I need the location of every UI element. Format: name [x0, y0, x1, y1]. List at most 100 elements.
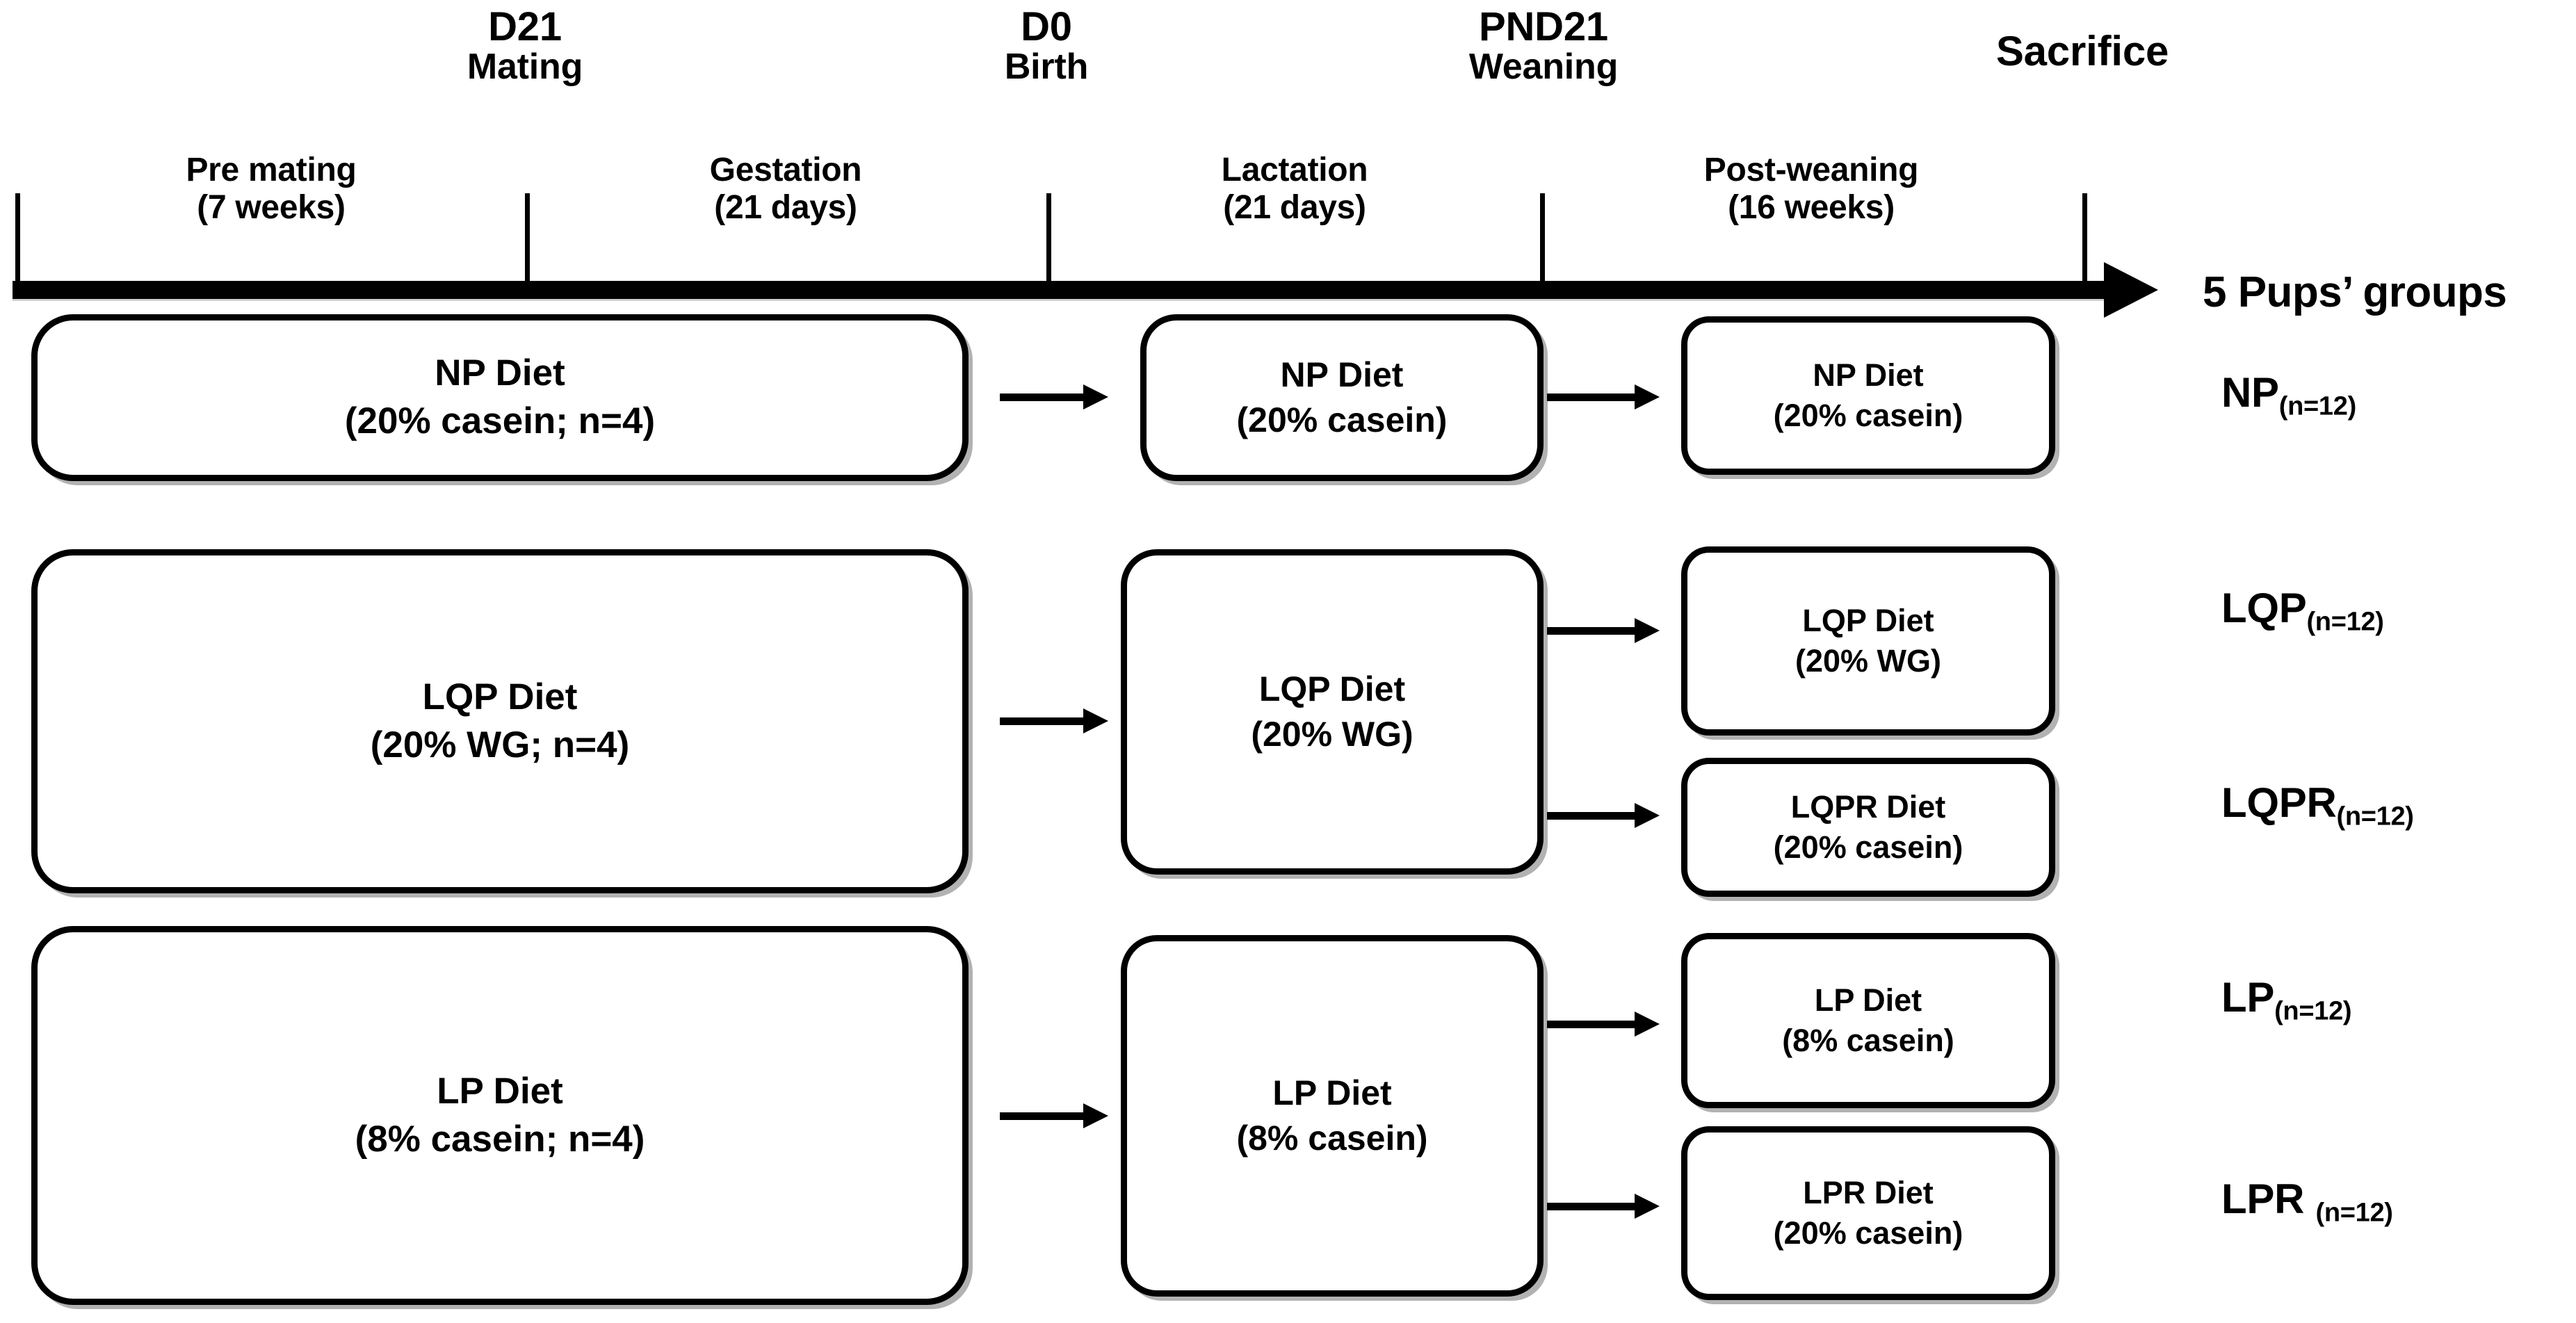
arrow-lp-gestation-to-lactation — [1000, 1103, 1108, 1128]
event-name: Birth — [1004, 47, 1089, 88]
box-np-lactation: NP Diet (20% casein) — [1140, 314, 1544, 481]
timeline-phase-lactation: Lactation (21 days) — [1156, 152, 1434, 227]
event-code: D0 — [1021, 4, 1072, 49]
arrow-lp-to-lp-postweaning — [1547, 1012, 1660, 1037]
arrow-shaft — [1000, 717, 1085, 725]
diet-composition: (8% casein) — [1782, 1023, 1954, 1058]
arrow-shaft — [1547, 393, 1636, 401]
diet-composition: (8% casein) — [1236, 1119, 1428, 1158]
phase-duration: (7 weeks) — [197, 188, 346, 226]
diet-composition: (8% casein; n=4) — [355, 1118, 645, 1160]
arrow-shaft — [1547, 812, 1636, 820]
timeline-phase-pre-mating: Pre mating (7 weeks) — [132, 152, 410, 227]
box-np-premating-gestation: NP Diet (20% casein; n=4) — [31, 314, 969, 481]
event-code: D21 — [488, 4, 562, 49]
box-lqpr-postweaning: LQPR Diet (20% casein) — [1681, 758, 2055, 897]
arrow-lqp-to-lqpr-postweaning — [1547, 803, 1660, 828]
diet-composition: (20% casein) — [1773, 398, 1963, 433]
timeline-event-mating: D21 Mating — [400, 6, 650, 87]
diet-name: LPR Diet — [1803, 1174, 1934, 1210]
diet-name: LP Diet — [1272, 1073, 1392, 1112]
arrow-head — [1635, 1194, 1660, 1219]
arrow-head — [1083, 384, 1108, 409]
diet-composition: (20% casein) — [1773, 1215, 1963, 1251]
phase-duration: (21 days) — [714, 188, 857, 226]
arrow-lqp-gestation-to-lactation — [1000, 708, 1108, 733]
timeline-axis — [13, 281, 2105, 299]
timeline-tick-weaning — [1540, 193, 1545, 282]
timeline-tick-mating — [525, 193, 530, 282]
event-name: Mating — [467, 47, 583, 88]
timeline-event-sacrifice: Sacrifice — [1943, 29, 2221, 74]
diet-composition: (20% WG; n=4) — [370, 724, 630, 765]
arrow-head — [1635, 384, 1660, 409]
group-label-lpr: LPR (n=12) — [2221, 1175, 2393, 1228]
diet-composition: (20% casein) — [1236, 400, 1448, 439]
timeline-event-weaning: PND21 Weaning — [1411, 6, 1676, 87]
phase-label: Post-weaning — [1703, 152, 1919, 188]
arrow-np-gestation-to-lactation — [1000, 384, 1108, 409]
diet-name: LQP Diet — [1258, 669, 1406, 708]
box-lpr-postweaning: LPR Diet (20% casein) — [1681, 1126, 2055, 1300]
group-label-lqp: LQP(n=12) — [2221, 584, 2384, 637]
group-n: (n=12) — [2336, 802, 2414, 831]
box-lqp-lactation: LQP Diet (20% WG) — [1121, 549, 1544, 875]
group-n: (n=12) — [2306, 607, 2384, 637]
arrow-shaft — [1547, 1203, 1636, 1210]
arrow-head — [1635, 618, 1660, 643]
box-lp-postweaning: LP Diet (8% casein) — [1681, 933, 2055, 1108]
box-lqp-postweaning: LQP Diet (20% WG) — [1681, 546, 2055, 736]
box-np-postweaning: NP Diet (20% casein) — [1681, 316, 2055, 475]
diet-composition: (20% casein) — [1773, 829, 1963, 865]
arrow-lqp-to-lqp-postweaning — [1547, 618, 1660, 643]
arrow-lp-to-lpr-postweaning — [1547, 1194, 1660, 1219]
pups-groups-title: 5 Pups’ groups — [2203, 268, 2507, 316]
diet-name: LQP Diet — [422, 676, 578, 717]
group-n: (n=12) — [2278, 391, 2356, 421]
group-name: LP — [2221, 974, 2275, 1021]
timeline-event-birth: D0 Birth — [921, 6, 1172, 87]
diet-composition: (20% casein; n=4) — [344, 400, 656, 441]
phase-label: Gestation — [709, 152, 862, 188]
diet-name: LQP Diet — [1802, 602, 1934, 638]
diet-name: NP Diet — [1280, 355, 1404, 394]
event-code: Sacrifice — [1995, 28, 2169, 74]
diet-composition: (20% WG) — [1795, 643, 1941, 679]
timeline-axis-arrowhead — [2104, 262, 2158, 318]
phase-label: Lactation — [1221, 152, 1368, 188]
diet-name: NP Diet — [435, 352, 565, 394]
box-lp-premating-gestation: LP Diet (8% casein; n=4) — [31, 926, 969, 1305]
diet-name: NP Diet — [1813, 357, 1924, 393]
timeline-tick-birth — [1046, 193, 1051, 282]
diet-name: LQPR Diet — [1790, 788, 1946, 825]
group-name: LPR — [2221, 1176, 2316, 1222]
group-label-np: NP(n=12) — [2221, 368, 2356, 421]
event-name: Weaning — [1468, 47, 1619, 88]
arrow-np-lactation-to-postweaning — [1547, 384, 1660, 409]
arrow-head — [1635, 1012, 1660, 1037]
diet-composition: (20% WG) — [1251, 715, 1413, 754]
phase-label: Pre mating — [186, 152, 357, 188]
arrow-shaft — [1000, 393, 1085, 401]
group-name: LQP — [2221, 585, 2307, 631]
arrow-head — [1083, 1103, 1108, 1128]
timeline-tick-sacrifice — [2082, 193, 2087, 282]
arrow-head — [1083, 708, 1108, 733]
group-label-lqpr: LQPR(n=12) — [2221, 779, 2414, 831]
arrow-shaft — [1000, 1112, 1085, 1120]
box-lp-lactation: LP Diet (8% casein) — [1121, 935, 1544, 1297]
group-n: (n=12) — [2274, 996, 2352, 1026]
event-code: PND21 — [1479, 4, 1608, 49]
phase-duration: (16 weeks) — [1728, 188, 1895, 226]
diet-name: LP Diet — [1814, 982, 1922, 1018]
phase-duration: (21 days) — [1223, 188, 1366, 226]
timeline-tick-start — [15, 193, 20, 282]
diet-name: LP Diet — [437, 1070, 563, 1112]
arrow-shaft — [1547, 627, 1636, 635]
group-n: (n=12) — [2315, 1198, 2393, 1228]
arrow-shaft — [1547, 1021, 1636, 1028]
timeline-phase-post-weaning: Post-weaning (16 weeks) — [1658, 152, 1964, 227]
box-lqp-premating-gestation: LQP Diet (20% WG; n=4) — [31, 549, 969, 893]
group-name: NP — [2221, 369, 2279, 416]
